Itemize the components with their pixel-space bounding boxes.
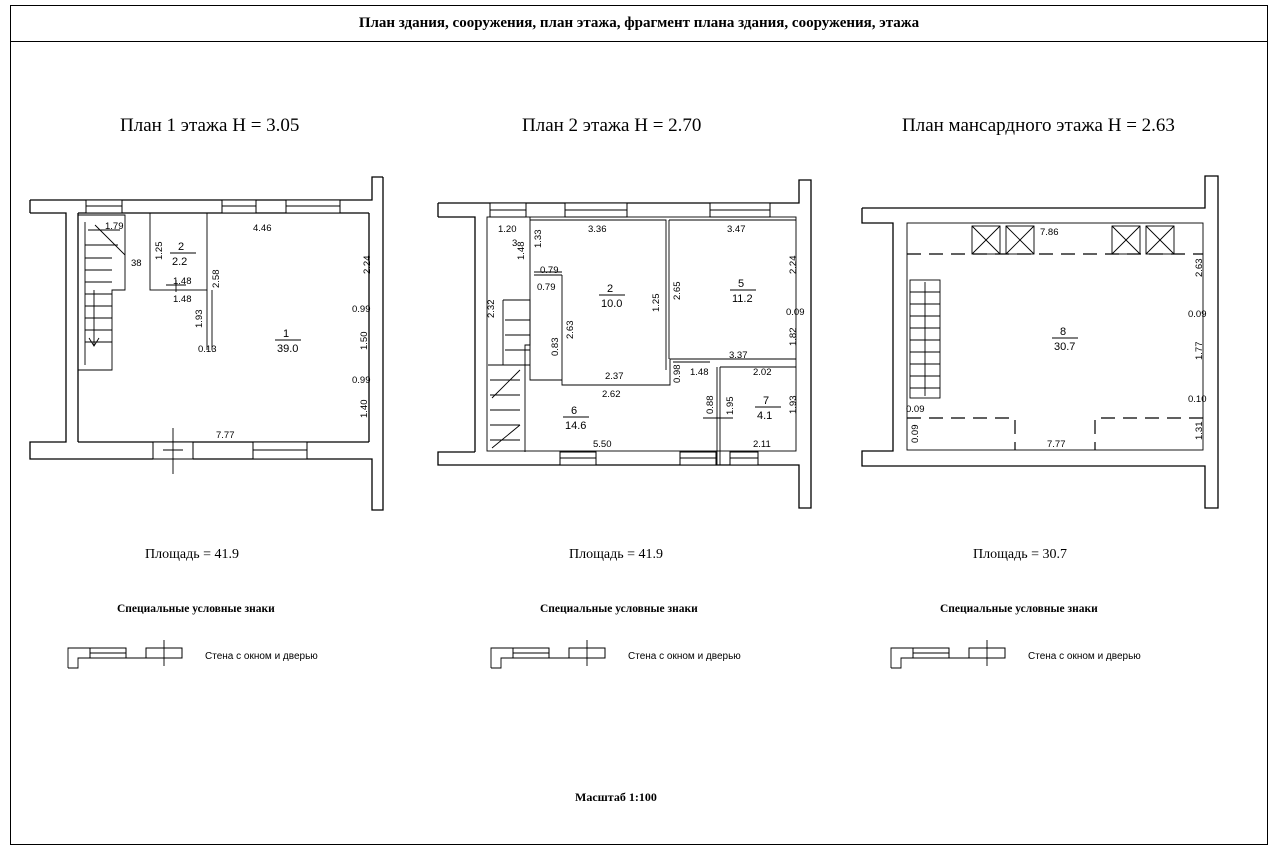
dimension-label: 2.24: [362, 256, 373, 275]
dimension-label: 1.50: [359, 332, 370, 351]
dimension-label: 5.50: [593, 439, 612, 450]
dimension-label: 1.93: [194, 310, 205, 329]
dimension-label: 1.48: [516, 242, 527, 261]
room-number: 6: [571, 405, 577, 417]
dimension-label: 1.40: [359, 400, 370, 419]
dimension-label: 1.20: [498, 224, 517, 235]
dimension-label: 0.79: [540, 265, 559, 276]
room-area: 10.0: [601, 298, 622, 310]
dimension-label: 0.13: [198, 344, 217, 355]
dimension-label: 1.48: [173, 276, 192, 287]
legend-2-title: Специальные условные знаки: [540, 603, 698, 615]
dimension-label: 2.37: [605, 371, 624, 382]
dimension-label: 0.79: [537, 282, 556, 293]
plan-2-area: Площадь = 41.9: [569, 547, 663, 562]
dimension-label: 4.46: [253, 223, 272, 234]
plan-1-area: Площадь = 41.9: [145, 547, 239, 562]
dimension-label: 1.79: [105, 221, 124, 232]
dimension-label: 2.11: [753, 439, 771, 450]
room-number: 2: [607, 283, 613, 295]
room-number: 1: [283, 328, 289, 340]
dimension-label: 2.63: [1194, 259, 1205, 278]
plan-attic-title: План мансардного этажа Н = 2.63: [902, 115, 1175, 136]
room-area: 39.0: [277, 343, 298, 355]
dimension-label: 0.09: [910, 425, 921, 444]
dimension-label: 2.58: [211, 270, 222, 289]
dimension-label: 0.99: [352, 375, 371, 386]
dimension-label: 1.25: [154, 242, 165, 261]
dimension-label: 1.93: [788, 396, 799, 415]
dimension-label: 3.37: [729, 350, 748, 361]
dimension-label: 2.65: [672, 282, 683, 301]
dimension-label: 0.09: [786, 307, 805, 318]
room-area: 14.6: [565, 420, 586, 432]
dimension-label: 2.02: [753, 367, 772, 378]
sheet-title: План здания, сооружения, план этажа, фра…: [11, 6, 1267, 42]
scale-label: Масштаб 1:100: [575, 790, 657, 804]
dimension-label: 1.48: [690, 367, 709, 378]
legend-3-title: Специальные условные знаки: [940, 603, 1098, 615]
legend-symbol-3: [890, 640, 1006, 669]
room-number: 7: [763, 395, 769, 407]
dimension-label: 0.98: [672, 365, 683, 384]
dimension-label: 0.10: [1188, 394, 1207, 405]
legend-1-text: Стена с окном и дверью: [205, 651, 318, 662]
drawing-frame: План здания, сооружения, план этажа, фра…: [10, 5, 1268, 845]
plan-1-walls: [29, 176, 384, 511]
plan-2-title: План 2 этажа Н = 2.70: [522, 115, 702, 136]
dimension-label: 0.88: [705, 396, 716, 415]
dimension-label: 1.82: [788, 328, 799, 347]
dimension-label: 1.95: [725, 397, 736, 416]
dimension-label: 0.09: [1188, 309, 1207, 320]
dimension-label: 2.63: [565, 321, 576, 340]
plan-2-walls: [437, 179, 812, 509]
room-number: 8: [1060, 326, 1066, 338]
dimension-label: 3.47: [727, 224, 746, 235]
dimension-label: 1.33: [533, 230, 544, 249]
dimension-label: 1.48: [173, 294, 192, 305]
plan-attic-walls: [861, 175, 1219, 509]
room-area: 4.1: [757, 410, 772, 422]
legend-1-title: Специальные условные знаки: [117, 603, 275, 615]
dimension-label: 1.31: [1194, 422, 1205, 441]
dimension-label: 0.83: [550, 338, 561, 357]
room-number: 5: [738, 278, 744, 290]
dimension-label: 2.62: [602, 389, 621, 400]
dimension-label: 1.25: [651, 294, 662, 313]
room-area: 2.2: [172, 256, 187, 268]
dimension-label: 7.77: [1047, 439, 1066, 450]
plan-1-title: План 1 этажа Н = 3.05: [120, 115, 300, 136]
room-area: 30.7: [1054, 341, 1075, 353]
dimension-label: 3.36: [588, 224, 607, 235]
plan-attic-area: Площадь = 30.7: [973, 547, 1067, 562]
plan-1-stairs: [78, 214, 126, 371]
room-area: 11.2: [732, 293, 753, 305]
dimension-label: 0.99: [352, 304, 371, 315]
plan-2-stairs: [488, 299, 531, 452]
dimension-label: 0.09: [906, 404, 925, 415]
legend-3-text: Стена с окном и дверью: [1028, 651, 1141, 662]
dimension-label: 2.24: [788, 256, 799, 275]
dimension-label: 7.86: [1040, 227, 1059, 238]
dimension-label: 7.77: [216, 430, 235, 441]
dimension-label: 3: [512, 238, 517, 249]
room-number: 2: [178, 241, 184, 253]
legend-2-text: Стена с окном и дверью: [628, 651, 741, 662]
dimension-label: 38: [131, 258, 142, 269]
legend-symbol-2: [490, 640, 606, 669]
legend-symbol-1: [67, 640, 183, 669]
dimension-label: 2.32: [486, 300, 497, 319]
dimension-label: 1.77: [1194, 342, 1205, 361]
